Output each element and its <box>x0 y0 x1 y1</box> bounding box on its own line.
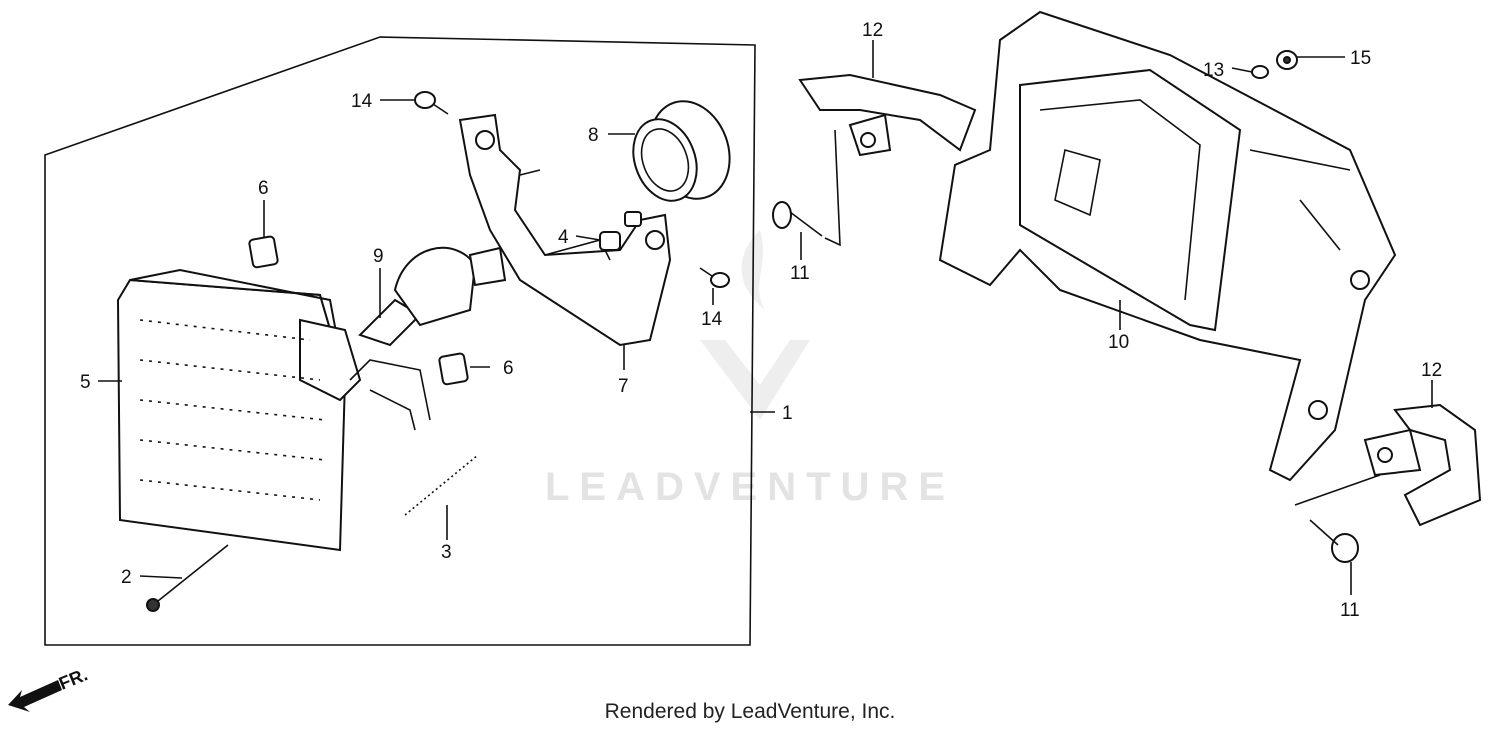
headlight-bulb <box>358 246 507 347</box>
callout-3: 3 <box>441 542 452 563</box>
nut <box>1276 50 1298 70</box>
callout-5: 5 <box>80 372 91 393</box>
callout-10: 10 <box>1108 332 1129 353</box>
clip-nut-upper <box>248 235 279 269</box>
headlight-case <box>938 10 1397 482</box>
watermark: LEADVENTURE <box>545 230 955 509</box>
callout-15: 15 <box>1350 48 1371 69</box>
clip-nut-lower <box>438 352 469 386</box>
front-arrow-icon <box>8 680 62 712</box>
bulb-cover-ring <box>632 100 731 202</box>
callout-9: 9 <box>373 246 384 267</box>
callout-6-upper: 6 <box>258 178 269 199</box>
watermark-text: LEADVENTURE <box>545 465 955 509</box>
footer-credit: Rendered by LeadVenture, Inc. <box>604 700 896 723</box>
screw-upper <box>414 91 449 115</box>
assembly-boundary <box>44 36 756 646</box>
washer <box>1251 65 1269 79</box>
clamp-bolt-lower <box>1294 474 1381 563</box>
adjuster-nut <box>599 231 621 251</box>
front-label: FR. <box>56 664 90 693</box>
headlight-clamp-upper <box>798 73 977 157</box>
callout-labels: 1 2 3 4 5 6 6 7 8 9 10 11 11 12 12 13 14… <box>80 20 1442 621</box>
clamp-bolt-upper <box>772 129 841 247</box>
callout-14-upper: 14 <box>351 91 373 112</box>
screw-lower <box>699 267 730 288</box>
callout-1: 1 <box>782 403 793 424</box>
callout-11-upper: 11 <box>790 263 810 284</box>
headlight-bracket <box>458 113 672 347</box>
leader-lines <box>98 40 1433 595</box>
callout-7: 7 <box>618 376 629 397</box>
headlight-clamp-lower <box>1363 403 1482 527</box>
callout-12-lower: 12 <box>1421 360 1442 381</box>
callout-12-upper: 12 <box>862 20 883 41</box>
adjusting-spring <box>404 454 479 516</box>
aiming-screw <box>146 544 229 612</box>
callout-13: 13 <box>1203 60 1224 81</box>
callout-4: 4 <box>558 227 569 248</box>
callout-8: 8 <box>588 125 599 146</box>
headlight-lens-unit <box>116 268 431 552</box>
callout-14-lower: 14 <box>701 309 723 330</box>
callout-11-lower: 11 <box>1340 600 1360 621</box>
callout-2: 2 <box>121 567 132 588</box>
adjuster-nut-alt <box>624 211 642 227</box>
callout-6-lower: 6 <box>503 358 514 379</box>
